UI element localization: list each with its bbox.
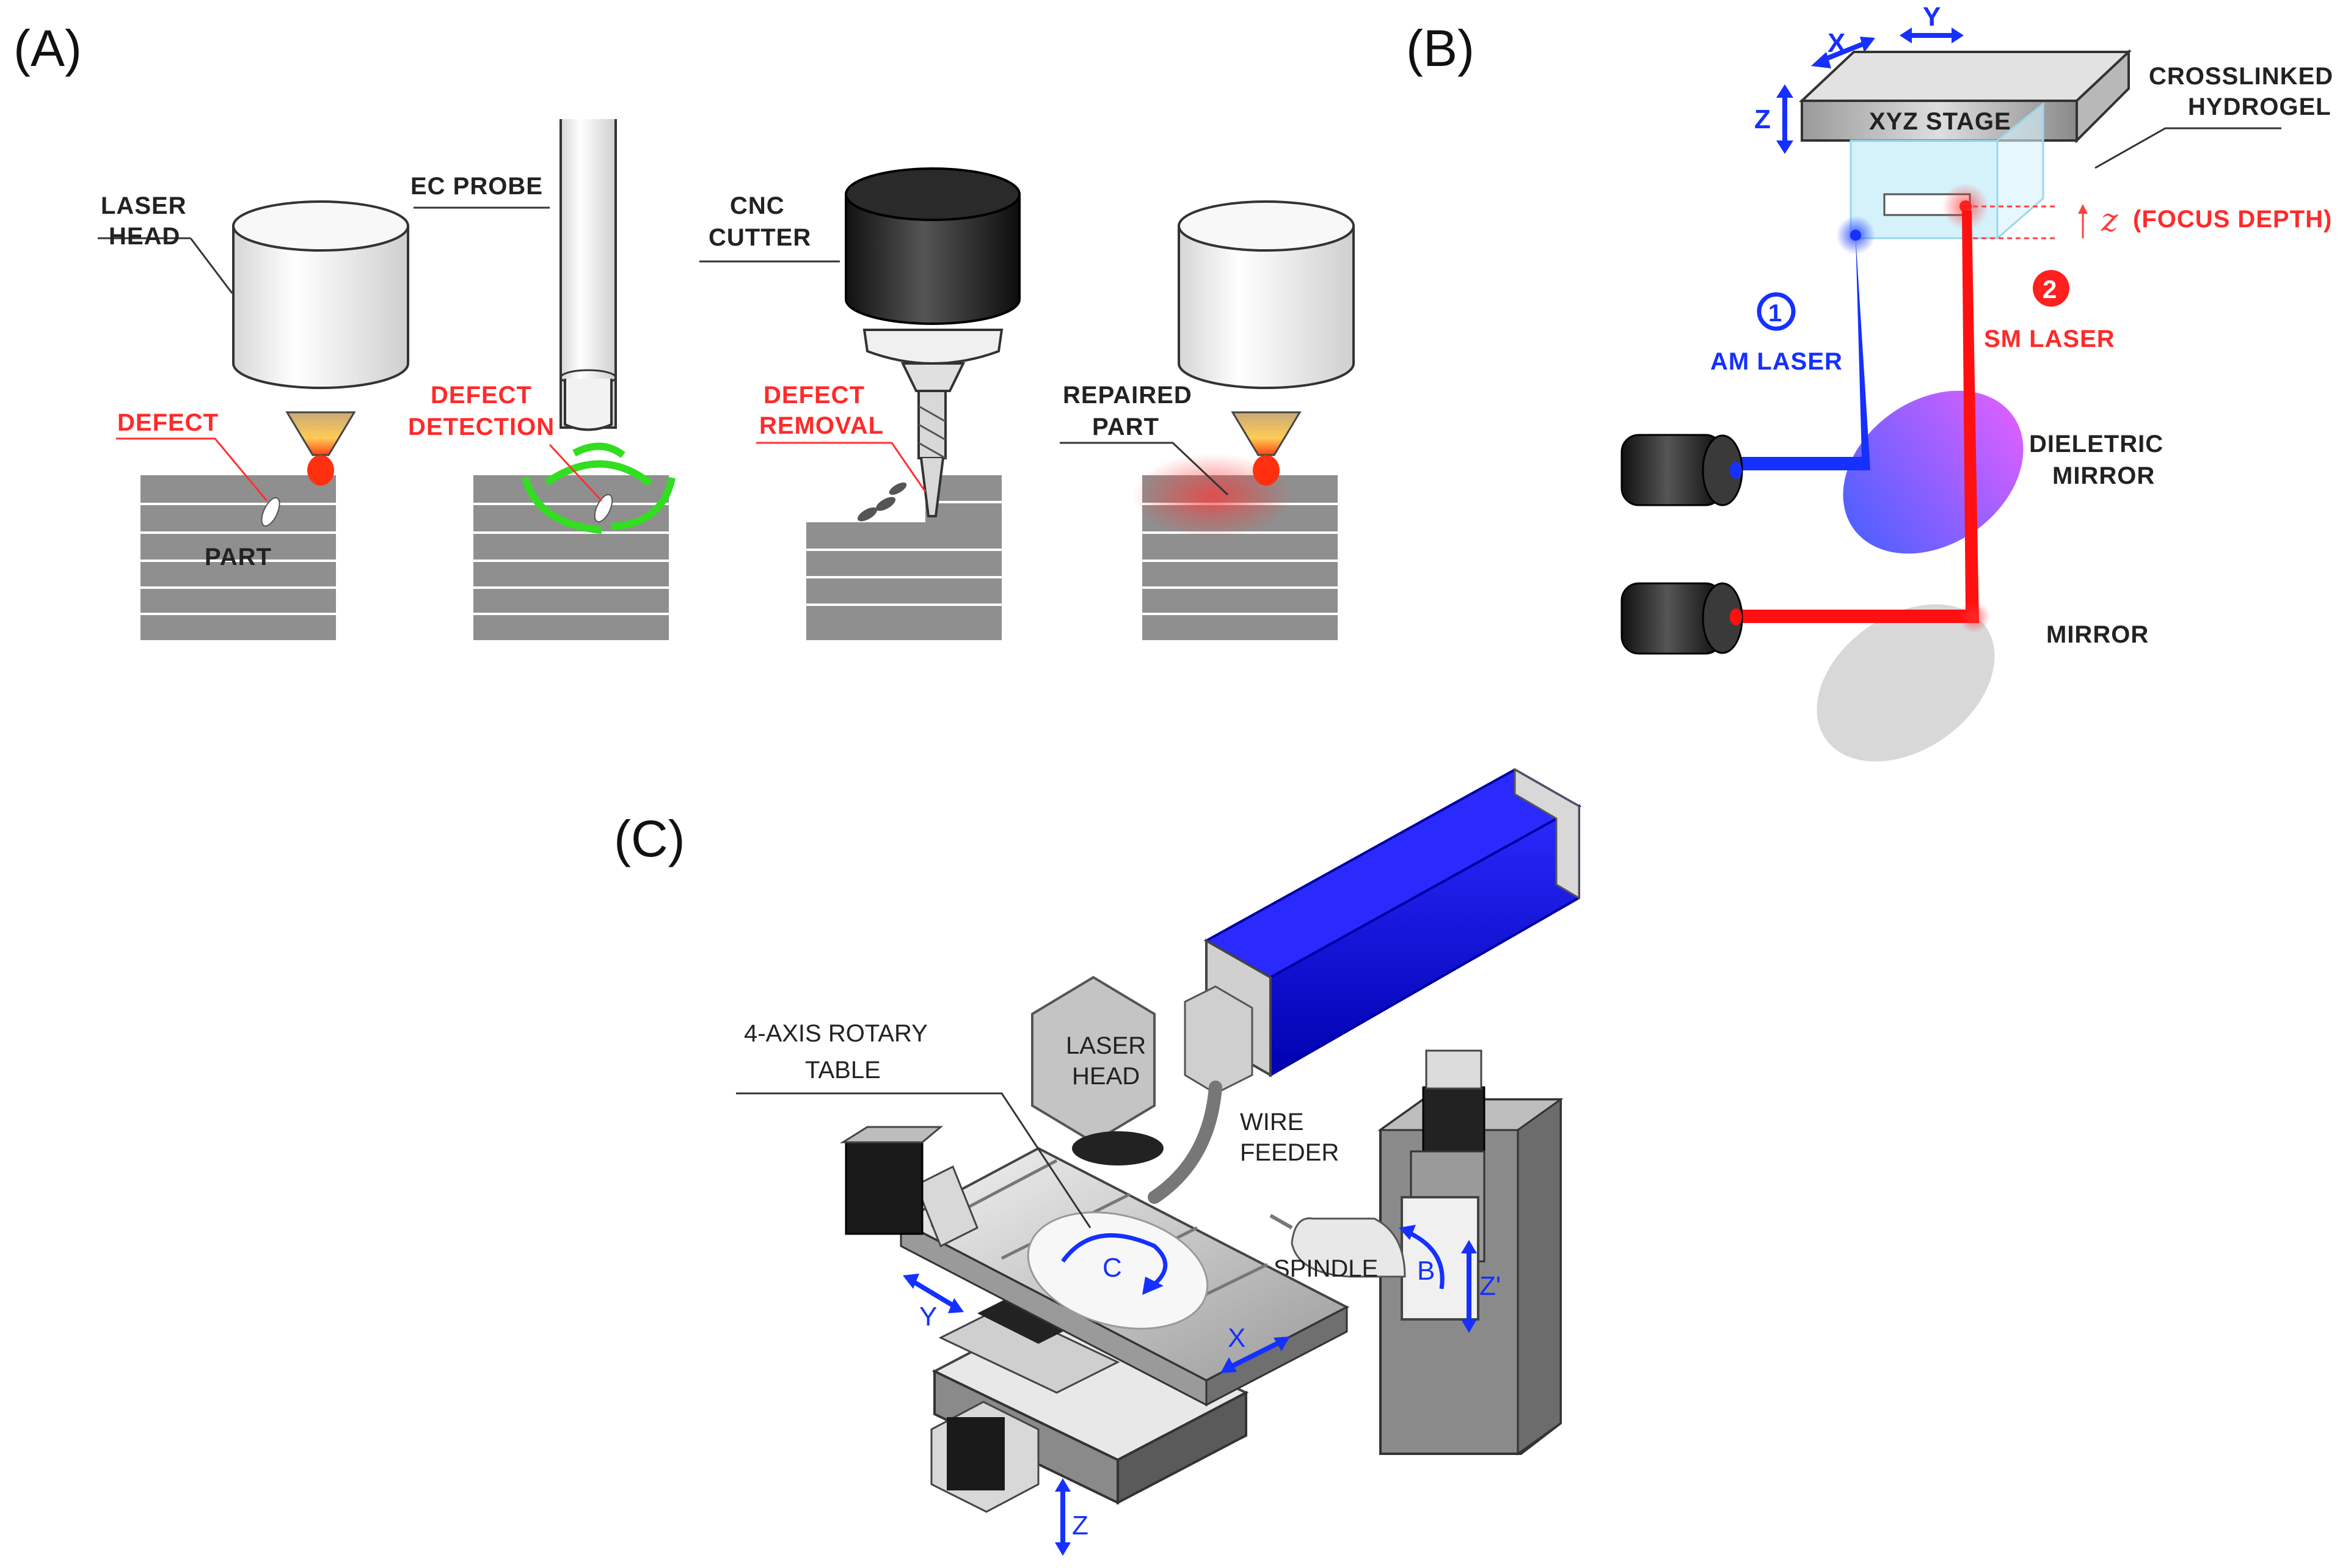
label-defect-removal: DEFECT	[764, 382, 865, 409]
axis-b: B	[1417, 1256, 1435, 1286]
label-repaired-part: REPAIRED	[1063, 382, 1192, 409]
svg-text:MIRROR: MIRROR	[2052, 462, 2155, 489]
axis-y-c-arrow	[908, 1277, 958, 1310]
axis-y-c: Y	[919, 1302, 937, 1332]
am-number-badge	[1757, 292, 1796, 331]
panel-b-tag: (B)	[1406, 20, 1474, 77]
svg-text:1: 1	[1768, 300, 1782, 327]
stage-ec-probe: EC PROBE DEFECT DETECTION	[408, 119, 676, 640]
svg-text:PART: PART	[1092, 414, 1159, 440]
defect-mark	[261, 497, 280, 527]
label-wire-feeder: WIRE	[1240, 1109, 1303, 1136]
wire-feeder	[1148, 1081, 1222, 1204]
melt-pool	[307, 455, 334, 486]
svg-text:2: 2	[2043, 275, 2057, 304]
panel-c: (C) LASER HEAD WIRE FEEDER SPINDLE B Z'	[614, 768, 1582, 1556]
part-block-2	[473, 475, 669, 640]
svg-text:HEAD: HEAD	[109, 223, 180, 250]
detection-wave-1	[572, 442, 625, 458]
axis-zp: Z'	[1479, 1271, 1501, 1301]
axis-x-c-arrow	[1227, 1338, 1284, 1371]
cnc-cutter-body	[845, 193, 1021, 325]
svg-text:CUTTER: CUTTER	[709, 224, 811, 251]
am-laser-beam	[1732, 237, 1870, 470]
panel-a-tag: (A)	[13, 20, 82, 77]
label-mirror: MIRROR	[2046, 621, 2149, 648]
panel-c-tag: (C)	[614, 810, 685, 867]
part-block-3	[806, 475, 1002, 640]
axis-c: C	[1103, 1253, 1122, 1283]
svg-text:HEAD: HEAD	[1072, 1063, 1140, 1090]
label-defect-detection: DEFECT	[431, 382, 532, 409]
label-focus-depth: (FOCUS DEPTH)	[2133, 206, 2332, 233]
cutter-bit	[917, 390, 947, 459]
panel-a: (A) LASER HEAD DEFECT PART	[13, 20, 1355, 640]
label-am-laser: AM LASER	[1710, 348, 1843, 375]
dieletric-mirror	[1843, 390, 2024, 554]
label-cnc-cutter: CNC	[730, 192, 785, 219]
rotary-disc	[1027, 1211, 1209, 1330]
panel-b: (B) X Y Z XYZ STAGE z (FOCUS DEPTH) CROS…	[1406, 2, 2333, 762]
label-crosslinked: CROSSLINKED	[2149, 63, 2333, 90]
stage-repaired-part: REPAIRED PART	[1060, 200, 1355, 640]
stage-laser-head: LASER HEAD DEFECT PART	[98, 192, 409, 640]
label-xyz-stage: XYZ STAGE	[1869, 108, 2011, 135]
label-laser-head-c: LASER	[1066, 1032, 1146, 1059]
focus-symbol: z	[2101, 202, 2118, 239]
repaired-zone	[1133, 453, 1292, 539]
svg-text:REMOVAL: REMOVAL	[759, 412, 884, 439]
axis-c-arrow	[1061, 1233, 1168, 1291]
mirror	[1817, 604, 1995, 762]
focus-point	[1959, 200, 1972, 213]
label-rotary-table: 4-AXIS ROTARY	[744, 1020, 928, 1047]
svg-text:DETECTION: DETECTION	[408, 414, 555, 440]
label-defect: DEFECT	[117, 409, 219, 436]
stage-axis-z: Z	[1754, 104, 1771, 134]
laser-nozzle	[285, 411, 356, 456]
label-ec-probe: EC PROBE	[410, 173, 543, 200]
svg-text:FEEDER: FEEDER	[1240, 1139, 1339, 1166]
sm-number-badge	[2033, 270, 2069, 307]
laser-head-body	[232, 225, 409, 389]
svg-text:TABLE: TABLE	[805, 1057, 881, 1084]
label-laser-head: LASER	[101, 192, 187, 219]
laser-head-c	[1031, 975, 1156, 1144]
stage-cnc-cutter: CNC CUTTER DEFECT REMOVAL	[699, 167, 1021, 640]
axis-x-c: X	[1228, 1323, 1245, 1353]
spindle	[1291, 1217, 1406, 1278]
stage-axis-y: Y	[1923, 2, 1941, 32]
label-dieletric-mirror: DIELETRIC	[2029, 431, 2163, 458]
stage-axis-x: X	[1828, 28, 1845, 58]
svg-text:HYDROGEL: HYDROGEL	[2188, 93, 2331, 120]
label-part: PART	[205, 544, 272, 571]
laser-head-body-2	[1178, 225, 1355, 389]
label-sm-laser: SM LASER	[1984, 326, 2115, 352]
axis-z-c: Z	[1072, 1511, 1088, 1541]
axis-b-arrow	[1404, 1228, 1445, 1289]
detection-wave-2	[544, 460, 653, 487]
